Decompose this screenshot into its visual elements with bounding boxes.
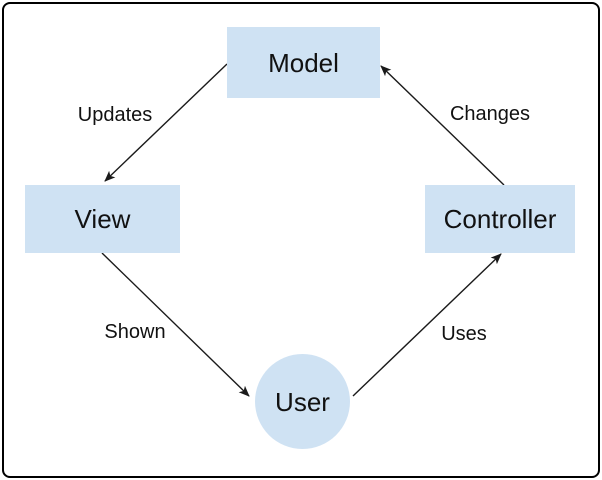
edge-label-uses: Uses [441,323,487,345]
arrows-layer [101,63,505,397]
diagram-canvas: Model View Controller User Updates Shown… [4,4,598,476]
arrow-view-to-user [101,252,250,397]
node-view: View [25,185,180,253]
node-user: User [255,354,350,449]
node-controller-label: Controller [443,204,557,234]
arrow-controller-to-model [380,65,505,186]
arrow-user-to-controller [352,253,502,397]
node-user-label: User [275,386,330,417]
node-view-label: View [74,204,131,234]
edge-label-updates: Updates [77,104,153,126]
node-model: Model [227,27,380,98]
node-controller: Controller [425,185,575,253]
edge-label-changes: Changes [449,103,531,125]
arrow-model-to-view [104,63,228,182]
node-model-label: Model [268,47,339,78]
edge-label-shown: Shown [104,321,166,343]
